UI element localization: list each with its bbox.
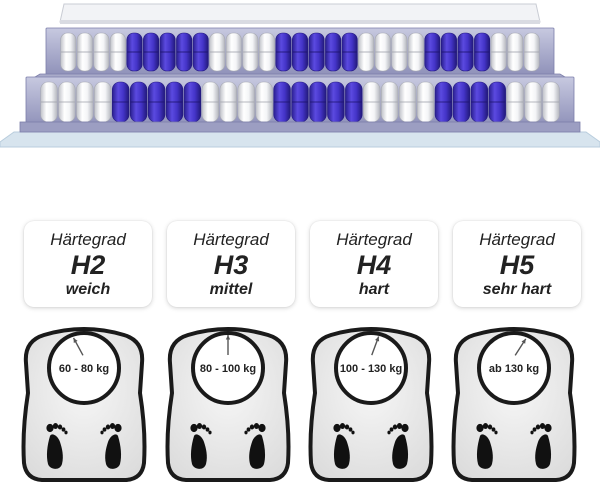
- weight-scale-h5: ab 130 kg: [448, 323, 580, 483]
- foot-icon: [46, 423, 68, 469]
- weight-range-label: 80 - 100 kg: [199, 363, 257, 375]
- hardness-description: sehr hart: [482, 281, 552, 298]
- hardness-label: Härtegrad: [479, 230, 555, 249]
- scale-icon: [165, 327, 291, 482]
- foot-icon: [387, 423, 409, 469]
- foot-icon: [190, 423, 212, 469]
- hardness-card-h2: Härtegrad H2 weich: [24, 221, 152, 307]
- scale-icon: [21, 327, 147, 482]
- hardness-label: Härtegrad: [193, 230, 269, 249]
- foot-icon: [476, 423, 498, 469]
- weight-scale-h3: 80 - 100 kg: [162, 323, 294, 483]
- scale-icon: [308, 327, 434, 482]
- hardness-description: mittel: [209, 281, 253, 298]
- mattress-cross-section-image: [0, 3, 600, 148]
- hardness-description: weich: [65, 281, 111, 298]
- foot-icon: [530, 423, 552, 469]
- hardness-label: Härtegrad: [336, 230, 412, 249]
- hardness-code: H3: [213, 250, 249, 280]
- scale-icon: [451, 327, 577, 482]
- weight-scale-h2: 60 - 80 kg: [18, 323, 150, 483]
- weight-range-label: 100 - 130 kg: [339, 363, 403, 375]
- foot-icon: [100, 423, 122, 469]
- hardness-label: Härtegrad: [50, 230, 126, 249]
- hardness-description: hart: [358, 281, 390, 298]
- hardness-card-h4: Härtegrad H4 hart: [310, 221, 438, 307]
- weight-range-label: ab 130 kg: [488, 363, 540, 375]
- foot-icon: [244, 423, 266, 469]
- weight-range-label: 60 - 80 kg: [58, 363, 110, 375]
- hardness-code: H5: [499, 250, 535, 280]
- hardness-card-h3: Härtegrad H3 mittel: [167, 221, 295, 307]
- hardness-code: H4: [356, 250, 392, 280]
- hardness-code: H2: [70, 250, 106, 280]
- hardness-card-h5: Härtegrad H5 sehr hart: [453, 221, 581, 307]
- weight-scale-h4: 100 - 130 kg: [305, 323, 437, 483]
- foot-icon: [333, 423, 355, 469]
